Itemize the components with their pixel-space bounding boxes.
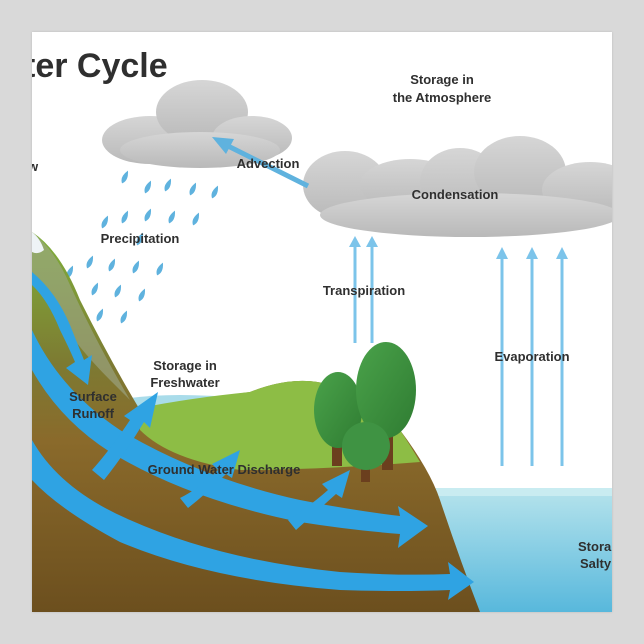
title: ter Cycle — [32, 47, 168, 85]
edge-label-w: w — [32, 159, 39, 174]
transpiration-arrows — [349, 236, 378, 343]
storage-atmosphere-label-1: Storage in — [410, 72, 474, 87]
advection-arrow — [212, 137, 310, 189]
storage-freshwater-label-2: Freshwater — [150, 375, 219, 390]
storage-salt-label-2: Salty — [580, 556, 612, 571]
groundwater-arrow-upper — [32, 330, 428, 548]
precipitation-label: Precipitation — [101, 231, 180, 246]
surface-runoff-label-2: Runoff — [72, 406, 115, 421]
storage-freshwater-label-1: Storage in — [153, 358, 217, 373]
advection-label: Advection — [237, 156, 300, 171]
storage-atmosphere-label-2: the Atmosphere — [393, 90, 491, 105]
water-cycle-poster: ter Cycle w — [32, 32, 612, 612]
groundwater-arrow-lower — [32, 440, 474, 600]
evaporation-label: Evaporation — [494, 349, 569, 364]
ground-water-discharge-arrows — [92, 392, 350, 530]
condensation-label: Condensation — [412, 187, 499, 202]
transpiration-label: Transpiration — [323, 283, 405, 298]
right-cloud — [303, 136, 612, 237]
evaporation-arrows — [496, 247, 568, 466]
left-cloud — [102, 80, 292, 168]
surface-runoff-label-1: Surface — [69, 389, 117, 404]
trees — [314, 342, 416, 482]
surface-runoff-arrow — [32, 272, 92, 385]
precipitation-drops — [66, 170, 219, 324]
ground-water-discharge-label: Ground Water Discharge — [148, 462, 301, 477]
storage-salt-label-1: Stora — [578, 539, 612, 554]
water-cycle-diagram: ter Cycle w — [32, 47, 612, 612]
